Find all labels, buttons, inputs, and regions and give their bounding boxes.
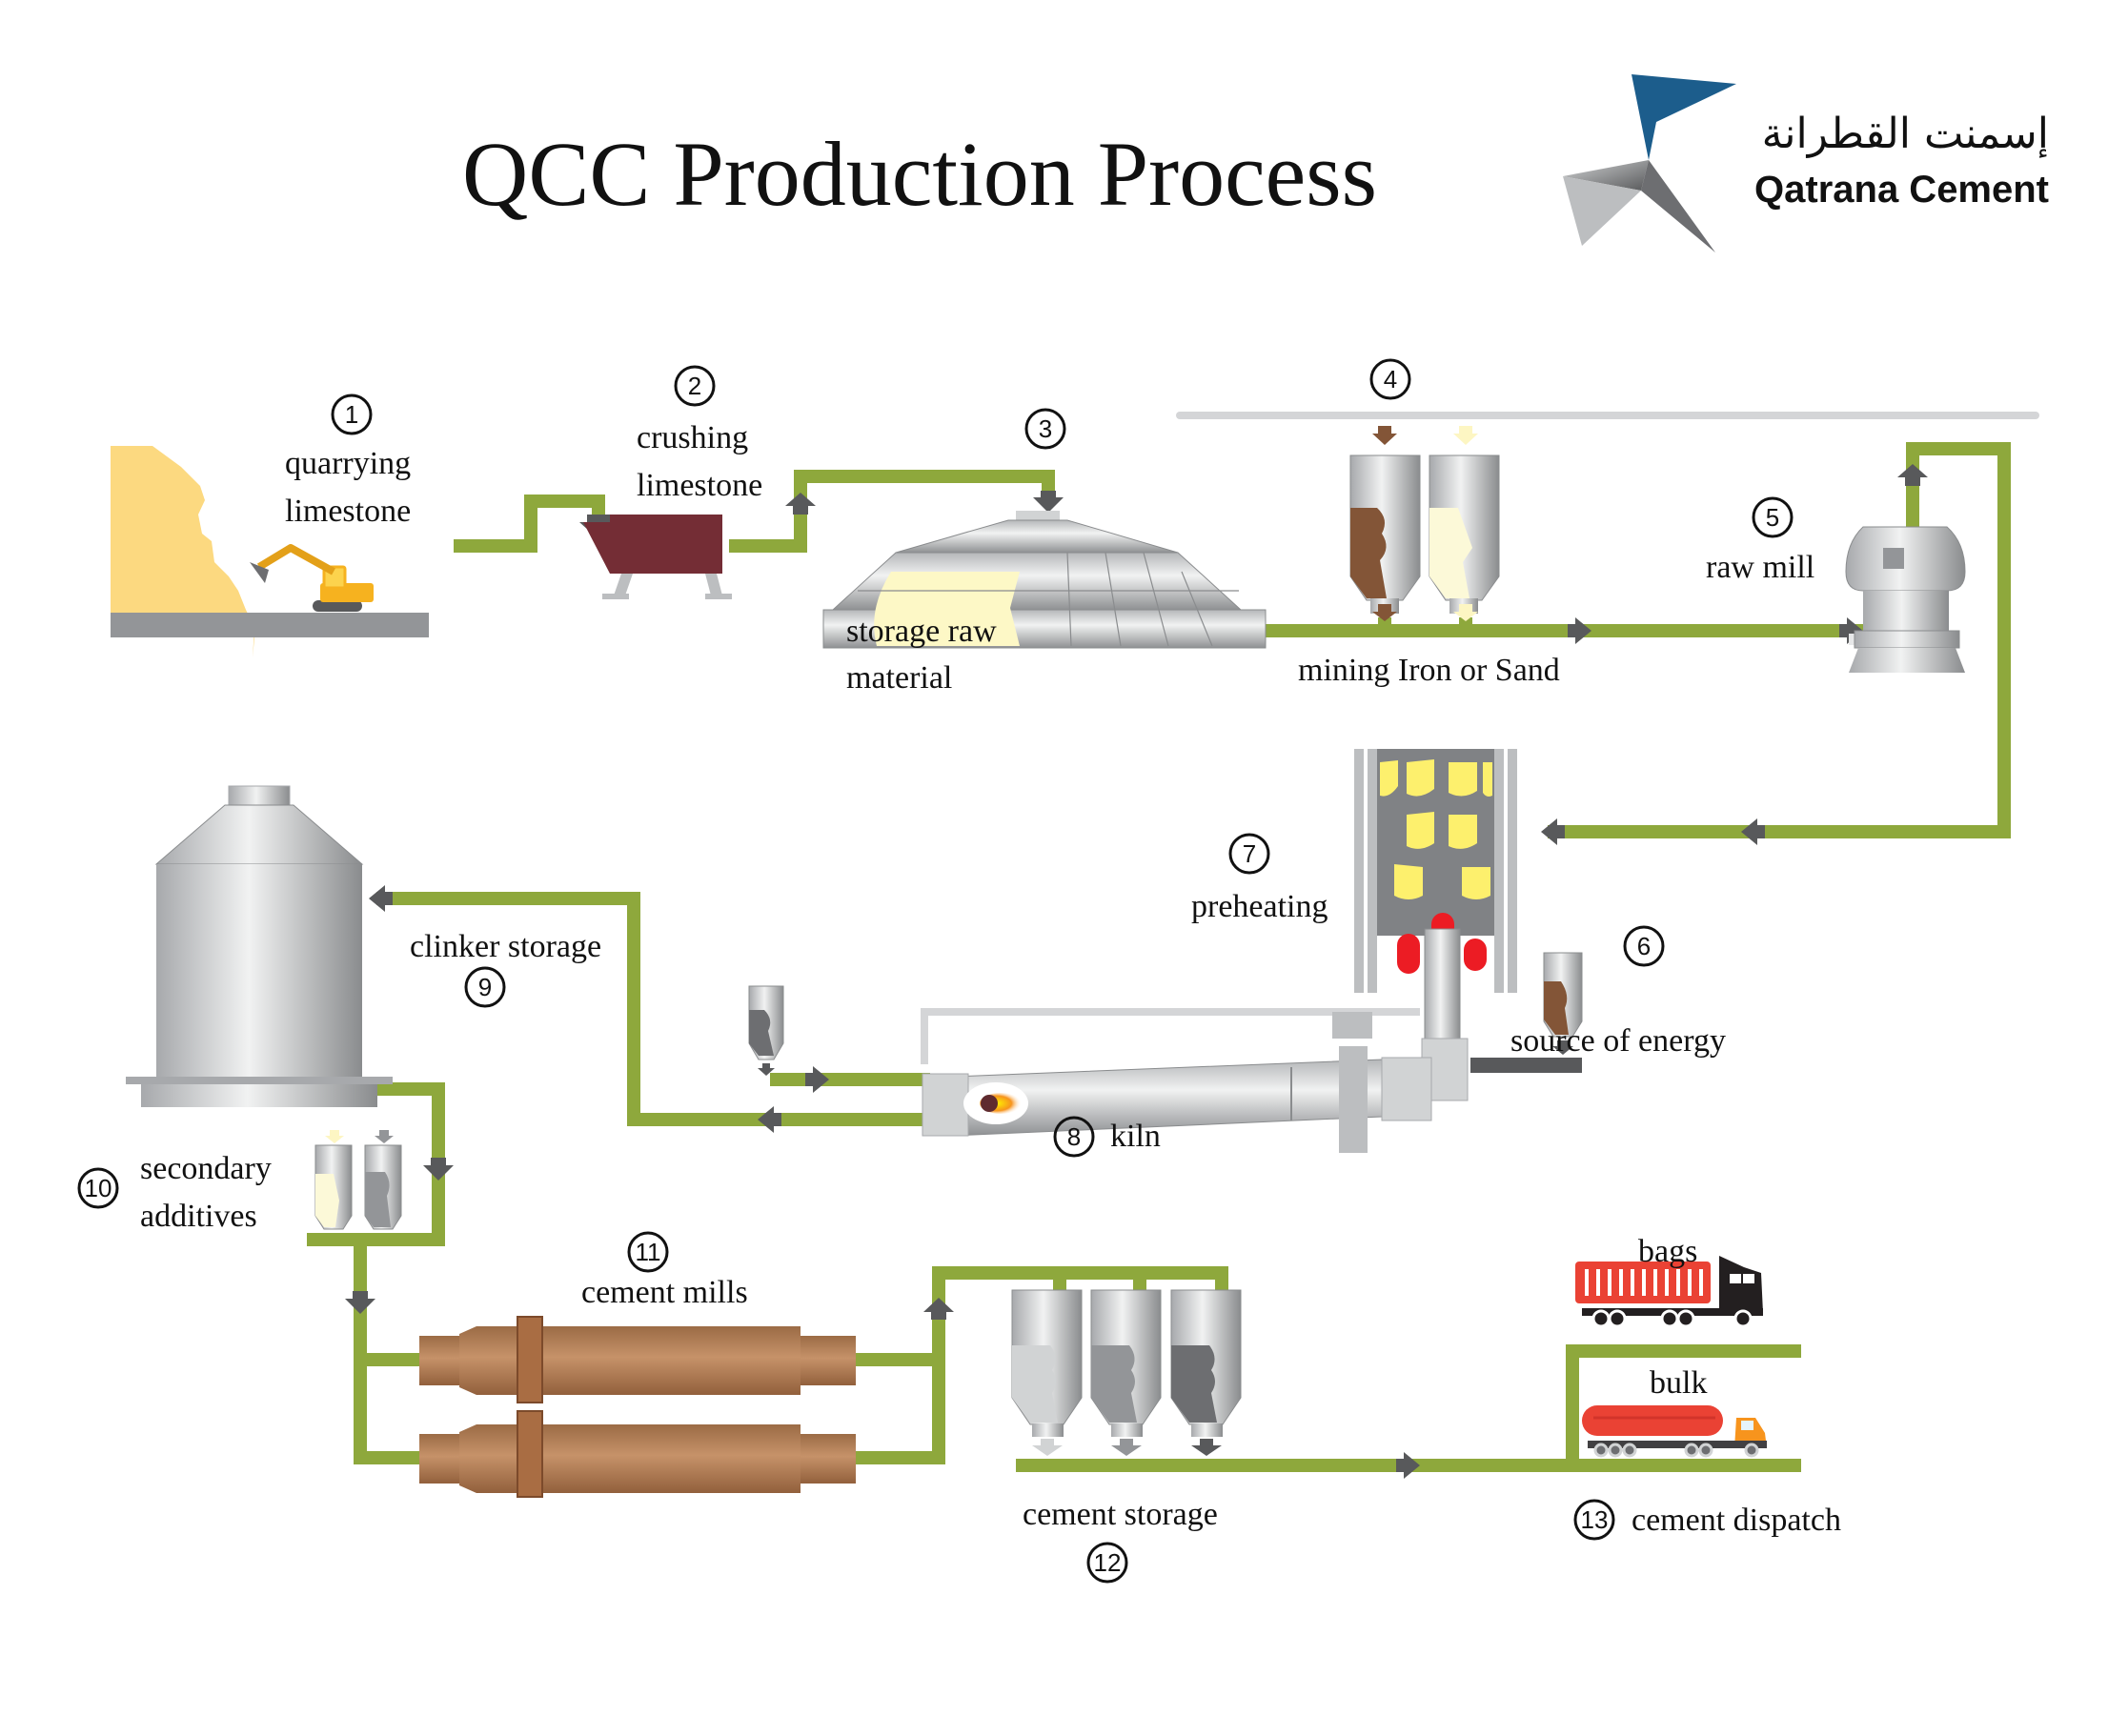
bags-truck-icon — [1575, 1256, 1763, 1328]
arrow-down-icon — [345, 1291, 375, 1314]
preheater-tower-illustration — [1354, 749, 1517, 1101]
step-10-number: 10 — [85, 1174, 112, 1202]
step-1-badge — [331, 394, 373, 435]
raw-mill-illustration — [1845, 526, 1966, 673]
arrow-down-icon — [1033, 491, 1064, 513]
raw-storage-dome-illustration — [822, 511, 1267, 649]
step-8-label: kiln — [1110, 1119, 1161, 1154]
step-10-label-line2: additives — [140, 1199, 257, 1234]
step-2-number: 2 — [688, 372, 701, 400]
arrow-down-icon — [423, 1158, 454, 1181]
arrow-left-icon — [1741, 818, 1765, 845]
step-5-badge — [1752, 496, 1794, 538]
step-5-number: 5 — [1766, 503, 1779, 532]
step-8-badge — [1053, 1116, 1095, 1158]
bulk-label: bulk — [1650, 1365, 1707, 1401]
step-12-number: 12 — [1094, 1548, 1122, 1577]
cement-mill-illustration — [419, 1410, 856, 1498]
crusher-illustration — [583, 515, 732, 599]
step-2-badge — [674, 365, 716, 407]
step-1-label-line2: limestone — [285, 494, 411, 529]
step-6-badge — [1623, 925, 1665, 967]
step-10-badge — [77, 1167, 119, 1209]
step-7-number: 7 — [1243, 839, 1256, 868]
step-11-label: cement mills — [581, 1275, 748, 1310]
arrow-left-icon — [1541, 818, 1565, 845]
arrow-right-icon — [1396, 1452, 1420, 1479]
arrow-right-icon — [1568, 617, 1591, 644]
step-8-number: 8 — [1067, 1122, 1081, 1151]
arrow-up-icon — [785, 493, 816, 515]
energy-source-illustration — [1470, 952, 1583, 1073]
kiln-illustration — [921, 1008, 1432, 1153]
arrow-left-icon — [369, 885, 393, 912]
step-13-badge — [1573, 1499, 1615, 1541]
step-11-badge — [627, 1231, 669, 1273]
iron-sand-silos-illustration — [1349, 426, 1500, 621]
step-9-badge — [464, 966, 506, 1008]
step-4-label: mining Iron or Sand — [1298, 653, 1560, 688]
cement-storage-silos-illustration — [1011, 1289, 1242, 1456]
step-3-label-line2: material — [846, 660, 952, 696]
step-12-label: cement storage — [1023, 1497, 1218, 1532]
star-logo-icon — [1563, 74, 1736, 252]
step-13-label: cement dispatch — [1632, 1503, 1841, 1538]
step-11-number: 11 — [636, 1238, 661, 1266]
step-4-number: 4 — [1384, 365, 1397, 394]
step-9-label: clinker storage — [410, 929, 601, 964]
quarry-illustration — [111, 446, 429, 657]
iron-silo — [1349, 454, 1421, 614]
step-3-badge — [1024, 408, 1066, 450]
step-10-label-line1: secondary — [140, 1151, 272, 1186]
arrow-left-icon — [758, 1106, 781, 1133]
bulk-tanker-truck-icon — [1582, 1405, 1767, 1458]
clinker-storage-silo-illustration — [126, 785, 393, 1107]
step-1-label-line1: quarrying — [285, 446, 411, 481]
kiln-fuel-silo-illustration — [748, 985, 784, 1076]
step-3-label-line1: storage raw — [846, 614, 997, 649]
step-7-badge — [1228, 833, 1270, 875]
sand-silo — [1429, 454, 1500, 614]
step-1-number: 1 — [345, 400, 358, 429]
cement-mill-illustration — [419, 1316, 856, 1403]
excavator-icon — [250, 544, 374, 612]
step-2-label-line2: limestone — [637, 468, 762, 503]
step-13-number: 13 — [1581, 1505, 1609, 1534]
company-logo: إسمنت القطرانة Qatrana Cement — [1563, 74, 2049, 252]
arrow-right-icon — [805, 1066, 829, 1093]
arrow-right-icon — [1839, 617, 1863, 644]
step-12-badge — [1086, 1542, 1128, 1584]
step-9-number: 9 — [478, 973, 492, 1001]
arrow-up-icon — [1897, 464, 1928, 486]
arrow-up-icon — [923, 1298, 954, 1320]
step-7-label: preheating — [1191, 889, 1328, 924]
step-6-number: 6 — [1637, 932, 1651, 960]
logo-arabic-name: إسمنت القطرانة — [1762, 110, 2049, 158]
flow-arrows — [244, 464, 1928, 1479]
step-4-badge — [1369, 358, 1411, 400]
page-title: QCC Production Process — [462, 123, 1377, 225]
step-2-label-line1: crushing — [637, 420, 748, 455]
bags-label: bags — [1638, 1234, 1697, 1269]
logo-english-name: Qatrana Cement — [1754, 169, 2049, 211]
step-3-number: 3 — [1039, 414, 1052, 443]
step-5-label: raw mill — [1706, 550, 1814, 585]
step-6-label: source of energy — [1510, 1023, 1726, 1059]
additive-silos-illustration — [314, 1130, 402, 1230]
